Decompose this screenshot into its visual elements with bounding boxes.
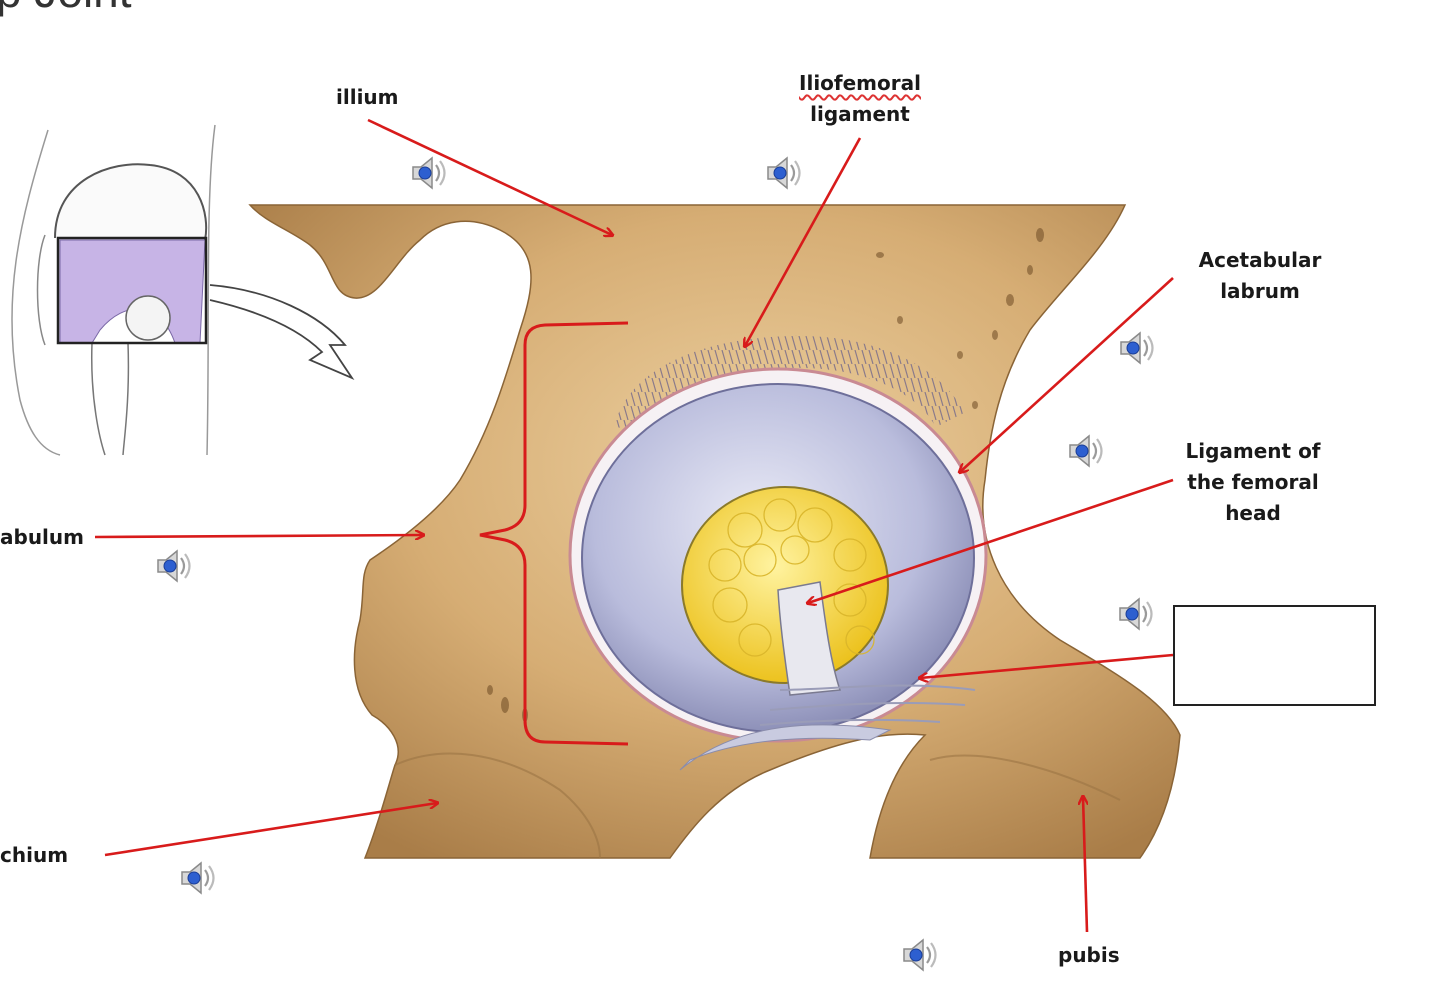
label-ligfem-line1: Ligament of [1185,439,1321,463]
label-ischium: chium [0,843,69,867]
label-ligfem-line3: head [1225,501,1281,525]
label-acetabulum: abulum [0,525,84,549]
speaker-icon[interactable] [896,932,942,978]
pubis-arrow [1083,797,1089,933]
acetabular-labrum-arrow [960,277,1174,472]
acetabulum-socket [568,335,988,771]
speaker-icon[interactable] [150,543,196,589]
label-ligament-femoral-head: Ligament of the femoral head [1183,436,1323,529]
pointer-arrows [94,118,1174,933]
ligament-femoral-head-arrow [808,478,1174,603]
speaker-icon[interactable] [760,150,806,196]
label-acetabular-labrum: Acetabular labrum [1190,245,1330,307]
speaker-icon[interactable] [174,855,220,901]
speaker-icon[interactable] [1113,325,1159,371]
slide-title: p Joint [0,0,132,18]
acetabulum-brace [479,321,629,746]
label-iliofemoral-line1: Iliofemoral [799,71,921,95]
acetabulum-arrow [94,535,423,537]
label-iliofemoral-ligament: Iliofemoral ligament [790,68,930,130]
label-iliofemoral-line2: ligament [810,102,910,126]
label-pubis: pubis [1058,943,1120,967]
label-acetabular-line1: Acetabular [1198,248,1322,272]
ischium-arrow [104,803,437,857]
iliofemoral-arrow [745,137,862,346]
label-illium: illium [336,85,399,109]
speaker-icon[interactable] [405,150,451,196]
speaker-icon[interactable] [1062,428,1108,474]
speaker-icon[interactable] [1112,591,1158,637]
label-acetabular-line2: labrum [1220,279,1300,303]
illium-arrow [367,118,612,235]
blank-arrow [920,653,1174,678]
inset-thumbnail [11,124,355,456]
label-ligfem-line2: the femoral [1187,470,1319,494]
blank-answer-box[interactable] [1173,605,1376,706]
